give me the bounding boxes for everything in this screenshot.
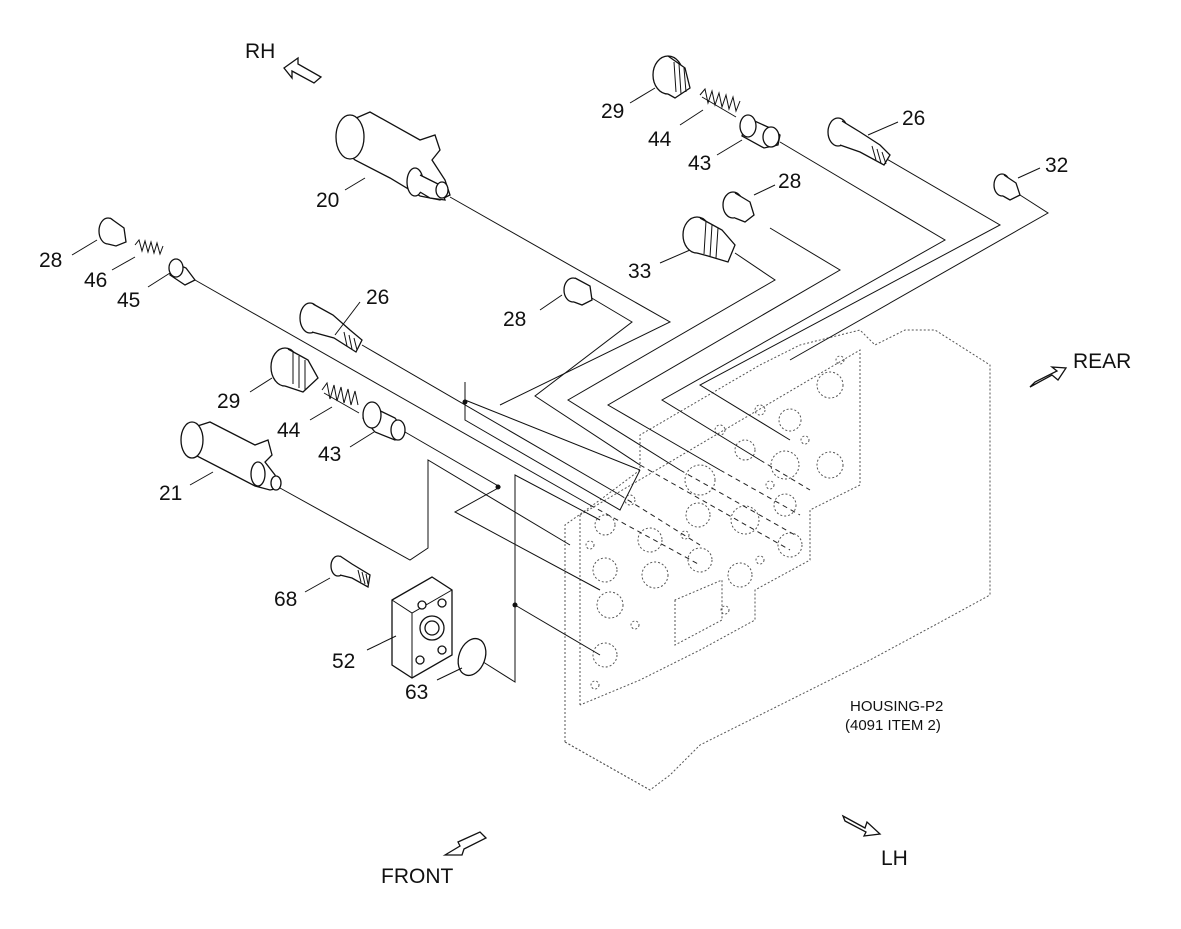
part-68-bolt <box>330 555 371 589</box>
callout-28-middle: 28 <box>503 308 526 331</box>
part-28-plug-middle <box>563 277 593 306</box>
label-rh: RH <box>245 40 275 63</box>
callout-29-lower: 29 <box>217 390 240 413</box>
housing-label: HOUSING-P2 (4091 ITEM 2) <box>845 698 943 734</box>
part-26-pin-upper <box>827 117 891 166</box>
part-28-plug-upper <box>722 191 755 223</box>
part-44-spring-lower <box>321 381 360 414</box>
part-26-pin-lower <box>299 302 363 353</box>
callout-44-upper: 44 <box>648 128 672 151</box>
callout-63: 63 <box>405 681 428 704</box>
part-63-o-ring <box>457 637 487 677</box>
part-29-plug-lower <box>270 347 319 393</box>
callout-45: 45 <box>117 289 140 312</box>
callout-43-lower: 43 <box>318 443 341 466</box>
part-20-solenoid <box>335 111 451 201</box>
part-28-plug-left <box>98 217 127 247</box>
callout-26-lower: 26 <box>366 286 389 309</box>
housing-p2 <box>564 329 991 791</box>
callout-68: 68 <box>274 588 297 611</box>
housing-name: HOUSING-P2 <box>850 698 943 715</box>
part-45-valve <box>168 258 196 286</box>
callout-20: 20 <box>316 189 339 212</box>
callout-28-upper: 28 <box>778 170 801 193</box>
callout-52: 52 <box>332 650 355 673</box>
housing-ref: (4091 ITEM 2) <box>845 717 941 734</box>
callout-44-lower: 44 <box>277 419 301 442</box>
callout-32: 32 <box>1045 154 1068 177</box>
direction-labels: RH REAR FRONT LH <box>245 40 1131 888</box>
callout-46: 46 <box>84 269 107 292</box>
part-43-valve-lower <box>362 401 406 441</box>
callout-46-plug-28: 28 <box>39 249 62 272</box>
part-32-plug <box>993 173 1021 201</box>
part-46-spring <box>134 238 164 256</box>
part-29-plug-upper <box>652 55 691 99</box>
part-44-spring-upper <box>699 87 741 118</box>
callout-33: 33 <box>628 260 651 283</box>
leader-lines <box>71 87 1041 681</box>
callout-21: 21 <box>159 482 182 505</box>
part-52-flange-plate <box>391 576 453 679</box>
part-33-plug <box>682 216 736 263</box>
housing-bores <box>585 355 845 690</box>
arrow-lh-icon <box>841 814 882 837</box>
assembly-lines <box>194 141 1049 683</box>
arrow-rear-icon <box>1029 366 1068 388</box>
callout-43-upper: 43 <box>688 152 711 175</box>
label-front: FRONT <box>381 865 453 888</box>
label-rear: REAR <box>1073 350 1131 373</box>
part-43-valve-upper <box>739 114 781 149</box>
callout-26-upper: 26 <box>902 107 925 130</box>
arrow-front-icon <box>442 831 488 856</box>
label-lh: LH <box>881 847 908 870</box>
callout-29-upper: 29 <box>601 100 624 123</box>
callout-numbers: 29 44 43 26 32 28 20 33 28 28 46 45 26 2… <box>39 100 1068 704</box>
arrow-rh-icon <box>283 56 323 84</box>
part-21-solenoid <box>180 421 282 491</box>
